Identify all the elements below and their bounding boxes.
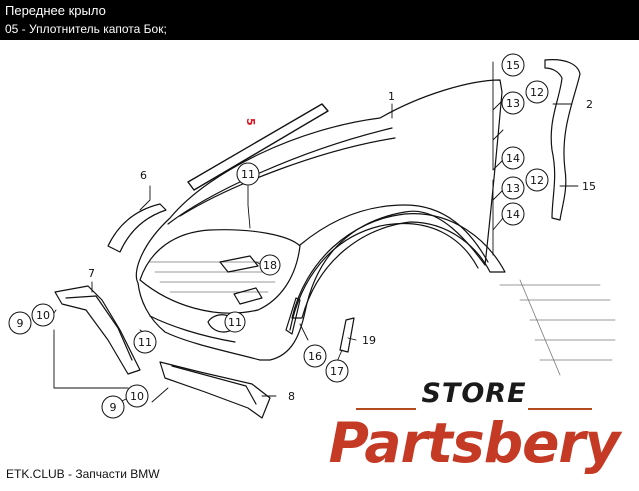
callout-9a: 9 xyxy=(17,317,24,330)
callout-circle-14a xyxy=(501,146,525,170)
callout-5: 5 xyxy=(244,118,257,126)
callout-11a: 11 xyxy=(241,168,255,181)
callout-12b: 12 xyxy=(530,174,544,187)
callout-13a: 13 xyxy=(506,97,520,110)
watermark-store: STORE xyxy=(421,378,527,409)
callout-9b: 9 xyxy=(110,401,117,414)
callout-circle-16 xyxy=(303,344,327,368)
callout-circle-17 xyxy=(325,359,349,383)
fender-outline xyxy=(135,79,503,361)
callout-circle-14b xyxy=(501,202,525,226)
callout-12a: 12 xyxy=(530,86,544,99)
watermark-brand: Partsbery xyxy=(328,411,621,475)
callout-14a: 14 xyxy=(506,152,520,165)
wheel-arch-hatch xyxy=(499,279,616,376)
callout-circle-11b xyxy=(133,330,157,354)
callout-10a: 10 xyxy=(36,309,50,322)
footer-credit: ETK.CLUB - Запчасти BMW xyxy=(6,467,160,481)
callout-circle-15a xyxy=(501,53,525,77)
callout-circle-11c xyxy=(224,311,246,333)
callout-circle-18 xyxy=(259,254,281,276)
callout-18: 18 xyxy=(263,259,277,272)
callout-16: 16 xyxy=(308,350,322,363)
page-title: Переднее крыло xyxy=(5,3,106,18)
callout-circle-13a xyxy=(501,91,525,115)
callout-circle-10a xyxy=(31,303,55,327)
callout-11b: 11 xyxy=(138,336,152,349)
callout-19: 19 xyxy=(362,334,376,347)
callout-17: 17 xyxy=(330,365,344,378)
callout-circle-12b xyxy=(525,168,549,192)
page-subtitle: 05 - Уплотнитель капота Бок; xyxy=(5,22,167,36)
hood-seal-strip xyxy=(187,103,329,191)
callout-10b: 10 xyxy=(130,390,144,403)
callout-circle-12a xyxy=(525,80,549,104)
callout-circle-10b xyxy=(125,384,149,408)
callout-13b: 13 xyxy=(506,182,520,195)
callout-8: 8 xyxy=(288,390,295,403)
watermark-line-right xyxy=(528,408,592,410)
header-bar: Переднее крыло 05 - Уплотнитель капота Б… xyxy=(0,0,639,40)
callout-circle-13b xyxy=(501,176,525,200)
callout-circle-9a xyxy=(8,311,32,335)
callout-14b: 14 xyxy=(506,208,520,221)
callout-6: 6 xyxy=(140,169,147,182)
callout-15a: 15 xyxy=(506,59,520,72)
callout-1: 1 xyxy=(388,90,395,103)
callout-15b: 15 xyxy=(582,180,596,193)
callout-circle-11a xyxy=(236,162,260,186)
callout-2: 2 xyxy=(586,98,593,111)
callout-11c: 11 xyxy=(228,316,242,329)
callout-circle-9b xyxy=(101,395,125,419)
watermark-line-left xyxy=(356,408,416,410)
callout-7: 7 xyxy=(88,267,95,280)
